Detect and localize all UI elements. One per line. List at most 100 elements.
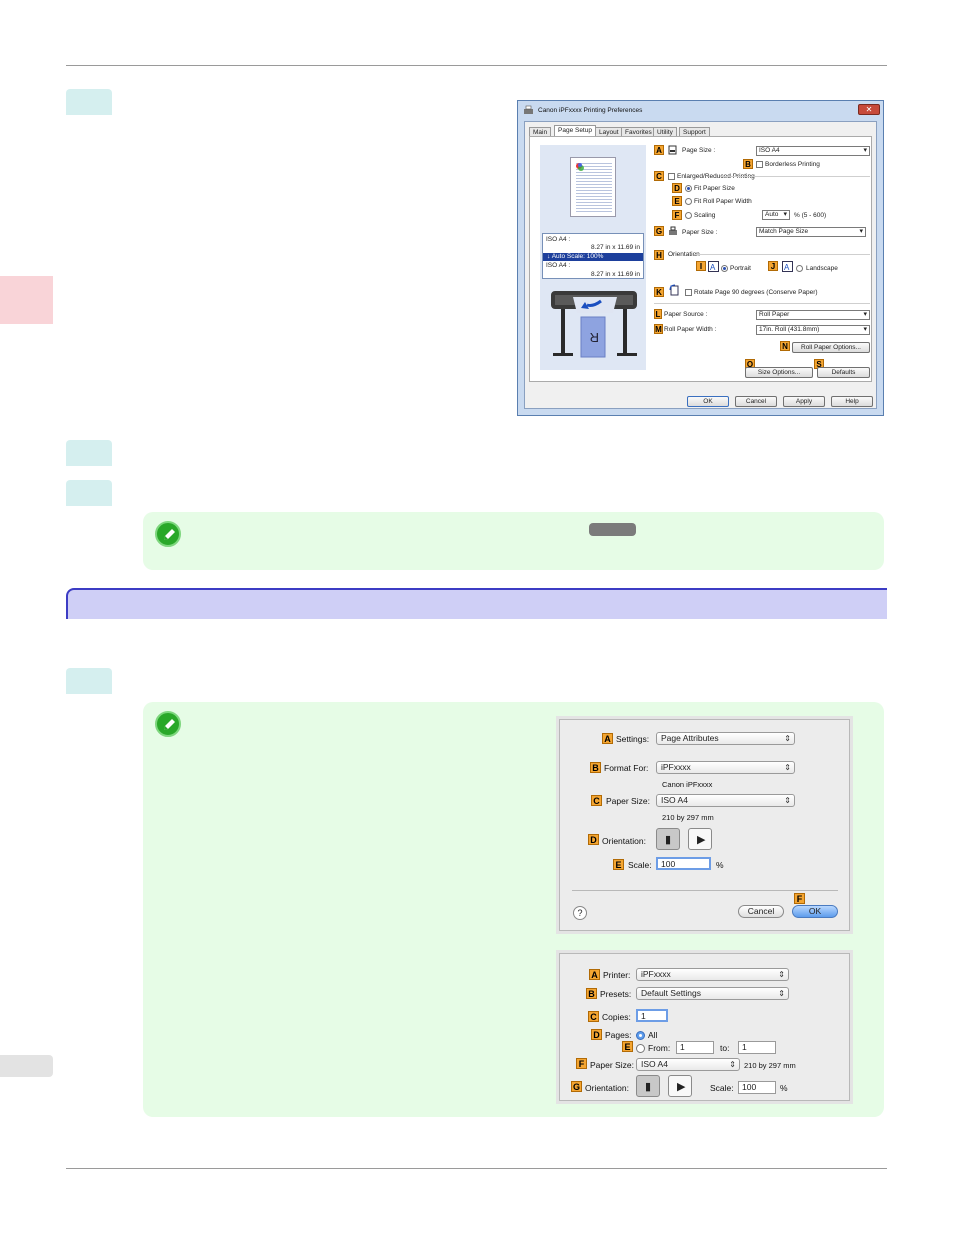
landscape-icon: ▶ (677, 1081, 686, 1093)
portrait-icon: ▮ (665, 834, 672, 846)
help-button[interactable]: Help (831, 396, 873, 407)
scale-field[interactable]: 100 (656, 857, 711, 870)
landscape-label: Landscape (806, 265, 838, 272)
cancel-button[interactable]: Cancel (735, 396, 777, 407)
size-options-button[interactable]: Size Options... (745, 367, 813, 378)
scale-field[interactable]: 100 (738, 1081, 776, 1094)
defaults-button[interactable]: Defaults (817, 367, 870, 378)
scaling-radio[interactable] (685, 212, 692, 219)
borderless-checkbox[interactable] (756, 161, 763, 168)
paper-size-select[interactable]: Match Page Size (756, 227, 866, 237)
scale-label: Scale: (628, 860, 652, 870)
step-marker (66, 480, 112, 506)
fit-paper-radio[interactable] (685, 185, 692, 192)
ok-button[interactable]: OK (687, 396, 729, 407)
auto-scale-highlight: ↓ Auto Scale: 100% (543, 253, 643, 261)
printing-preferences-dialog: Canon iPFxxxx Printing Preferences ✕ Mai… (517, 100, 884, 416)
scaling-range: % (5 - 600) (794, 212, 827, 219)
paper-size-label: Paper Size: (590, 1060, 634, 1070)
format-popup[interactable]: iPFxxxx (656, 761, 795, 774)
label-b: B (590, 762, 601, 773)
orientation-label: Orientation: (585, 1083, 629, 1093)
rotate-label: Rotate Page 90 degrees (Conserve Paper) (694, 289, 818, 296)
rotate-checkbox[interactable] (685, 289, 692, 296)
to-field[interactable]: 1 (738, 1041, 776, 1054)
page-preview-sheet (570, 157, 616, 217)
label-c: C (588, 1011, 599, 1022)
from-field[interactable]: 1 (676, 1041, 714, 1054)
printer-popup[interactable]: iPFxxxx (636, 968, 789, 981)
presets-popup[interactable]: Default Settings (636, 987, 789, 1000)
portrait-orientation-button[interactable]: ▮ (636, 1075, 660, 1097)
pages-label: Pages: (605, 1030, 632, 1040)
portrait-label: Portrait (730, 265, 751, 272)
label-e: E (613, 859, 624, 870)
label-m: M (654, 324, 663, 334)
portrait-radio[interactable] (721, 265, 728, 272)
label-f: F (576, 1058, 587, 1069)
paper-size-icon (669, 226, 677, 235)
tab-support[interactable]: Support (679, 127, 710, 137)
enlarged-checkbox[interactable] (668, 173, 675, 180)
pages-all-label: All (648, 1030, 658, 1040)
label-d: D (591, 1029, 602, 1040)
ok-button[interactable]: OK (792, 905, 838, 918)
color-icon (576, 163, 584, 171)
landscape-radio[interactable] (796, 265, 803, 272)
reference-tag (589, 523, 636, 536)
copies-label: Copies: (602, 1012, 631, 1022)
orientation-label: Orientation (668, 251, 700, 258)
format-sub: Canon iPFxxxx (662, 780, 713, 789)
roll-width-label: Roll Paper Width : (664, 326, 717, 333)
preview-pane: ISO A4 : 8.27 in x 11.69 in ↓ Auto Scale… (540, 145, 646, 370)
label-n: N (780, 341, 790, 351)
close-button[interactable]: ✕ (858, 104, 880, 115)
settings-popup[interactable]: Page Attributes (656, 732, 795, 745)
label-a: A (602, 733, 613, 744)
dialog-body: Main Page Setup Layout Favorites Utility… (524, 121, 877, 409)
label-c: C (591, 795, 602, 806)
page-size-label: Page Size : (682, 147, 716, 154)
tab-main[interactable]: Main (529, 127, 552, 137)
step-marker (66, 89, 112, 115)
chapter-side-tab (0, 276, 53, 324)
portrait-orientation-button[interactable]: ▮ (656, 828, 680, 850)
apply-button[interactable]: Apply (783, 396, 825, 407)
landscape-icon: ▶ (697, 834, 706, 846)
label-b: B (586, 988, 597, 999)
to-label: to: (720, 1043, 730, 1053)
paper-size-popup[interactable]: ISO A4 (656, 794, 795, 807)
copies-field[interactable]: 1 (636, 1009, 668, 1022)
rotate-icon (669, 284, 679, 296)
top-rule (66, 65, 887, 66)
landscape-orientation-button[interactable]: ▶ (668, 1075, 692, 1097)
tab-utility[interactable]: Utility (653, 127, 677, 137)
landscape-orientation-button[interactable]: ▶ (688, 828, 712, 850)
fit-roll-radio[interactable] (685, 198, 692, 205)
dialog-title: Canon iPFxxxx Printing Preferences (538, 107, 643, 114)
portrait-icon: ▮ (645, 1081, 652, 1093)
roll-options-button[interactable]: Roll Paper Options... (792, 342, 870, 353)
note-box (143, 512, 884, 570)
note-pencil-icon (155, 521, 181, 547)
scaling-field[interactable]: Auto (762, 210, 790, 220)
borderless-label: Borderless Printing (765, 161, 820, 168)
pages-all-radio[interactable] (636, 1031, 645, 1040)
portrait-icon: A (708, 261, 719, 272)
label-e: E (672, 196, 682, 206)
help-button[interactable]: ? (573, 906, 587, 920)
paper-size-popup[interactable]: ISO A4 (636, 1058, 740, 1071)
label-f: F (672, 210, 682, 220)
page-size-select[interactable]: ISO A4 (756, 146, 870, 156)
mac-print-dialog: A Printer: iPFxxxx B Presets: Default Se… (556, 950, 853, 1104)
roll-width-select[interactable]: 17in. Roll (431.8mm) (756, 325, 870, 335)
step-marker (66, 440, 112, 466)
paper-size-sub: 210 by 297 mm (662, 813, 714, 822)
dialog-title-bar: Canon iPFxxxx Printing Preferences (522, 104, 879, 118)
mac-page-setup-dialog: A Settings: Page Attributes B Format For… (556, 716, 853, 934)
pages-from-radio[interactable] (636, 1044, 645, 1053)
paper-source-select[interactable]: Roll Paper (756, 310, 870, 320)
section-side-tab (0, 1055, 53, 1077)
cancel-button[interactable]: Cancel (738, 905, 784, 918)
label-l: L (654, 309, 662, 319)
